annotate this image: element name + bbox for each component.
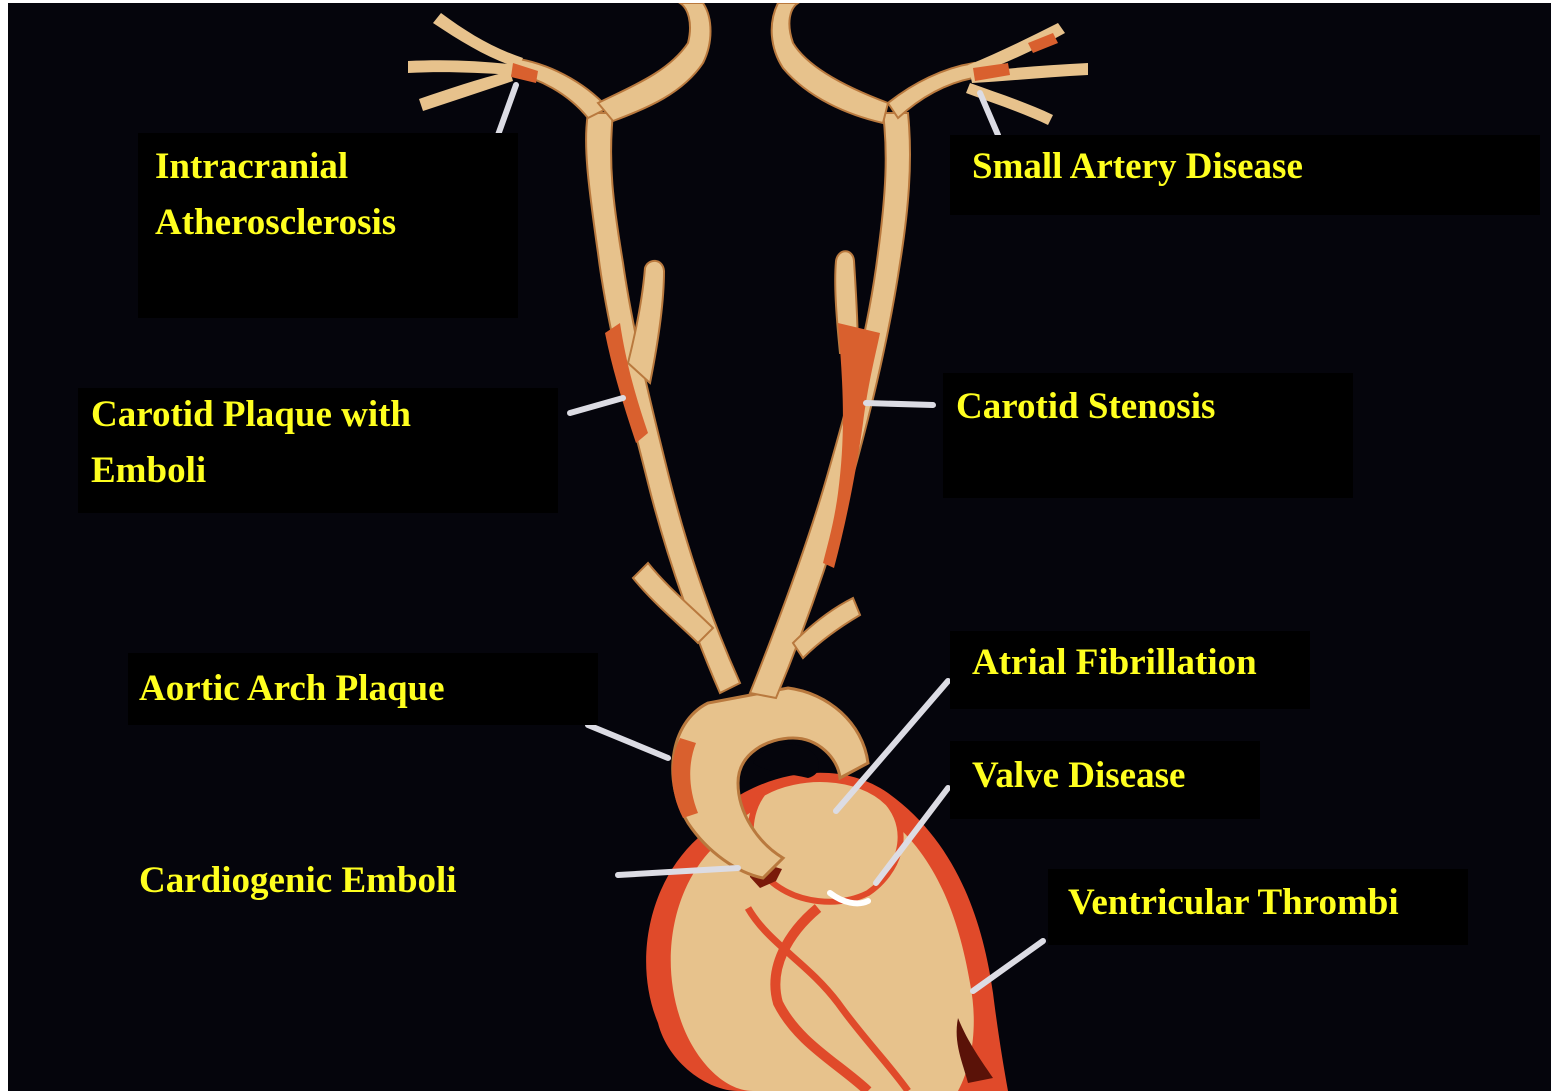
left-mca-branch-3 xyxy=(419,71,513,111)
circle-top-left xyxy=(598,3,711,121)
right-carotid-stenosis xyxy=(823,323,880,568)
label-aortic-arch-plaque: Aortic Arch Plaque xyxy=(139,661,445,717)
circle-left xyxy=(513,58,608,118)
label-intracranial-line2: Atherosclerosis xyxy=(155,195,396,251)
label-cardiogenic-emboli: Cardiogenic Emboli xyxy=(139,853,457,909)
label-carotid-plaque-line1: Carotid Plaque with xyxy=(91,387,411,443)
pointer-carotid-plaque xyxy=(570,398,623,413)
label-atrial-fibrillation: Atrial Fibrillation xyxy=(972,635,1257,691)
label-intracranial-line1: Intracranial xyxy=(155,139,348,195)
label-carotid-stenosis: Carotid Stenosis xyxy=(956,379,1215,435)
pointer-intracranial xyxy=(498,85,516,135)
diagram-stage: Intracranial Atherosclerosis Small Arter… xyxy=(8,3,1551,1091)
pointer-carotid-stenosis xyxy=(866,403,933,405)
label-ventricular-thrombi: Ventricular Thrombi xyxy=(1068,875,1399,931)
label-small-artery-disease: Small Artery Disease xyxy=(972,139,1303,195)
carotid-arteries xyxy=(586,113,910,698)
circle-right xyxy=(888,63,974,118)
label-carotid-plaque-line2: Emboli xyxy=(91,443,206,499)
circle-top-right xyxy=(772,3,888,123)
left-mca-branch-2 xyxy=(408,60,518,75)
left-mca-branch-1 xyxy=(433,13,523,68)
arch-inner-hole xyxy=(753,744,819,778)
label-valve-disease: Valve Disease xyxy=(972,748,1185,804)
pointer-aortic-arch xyxy=(588,725,668,758)
right-mca-branch-3 xyxy=(966,83,1053,125)
